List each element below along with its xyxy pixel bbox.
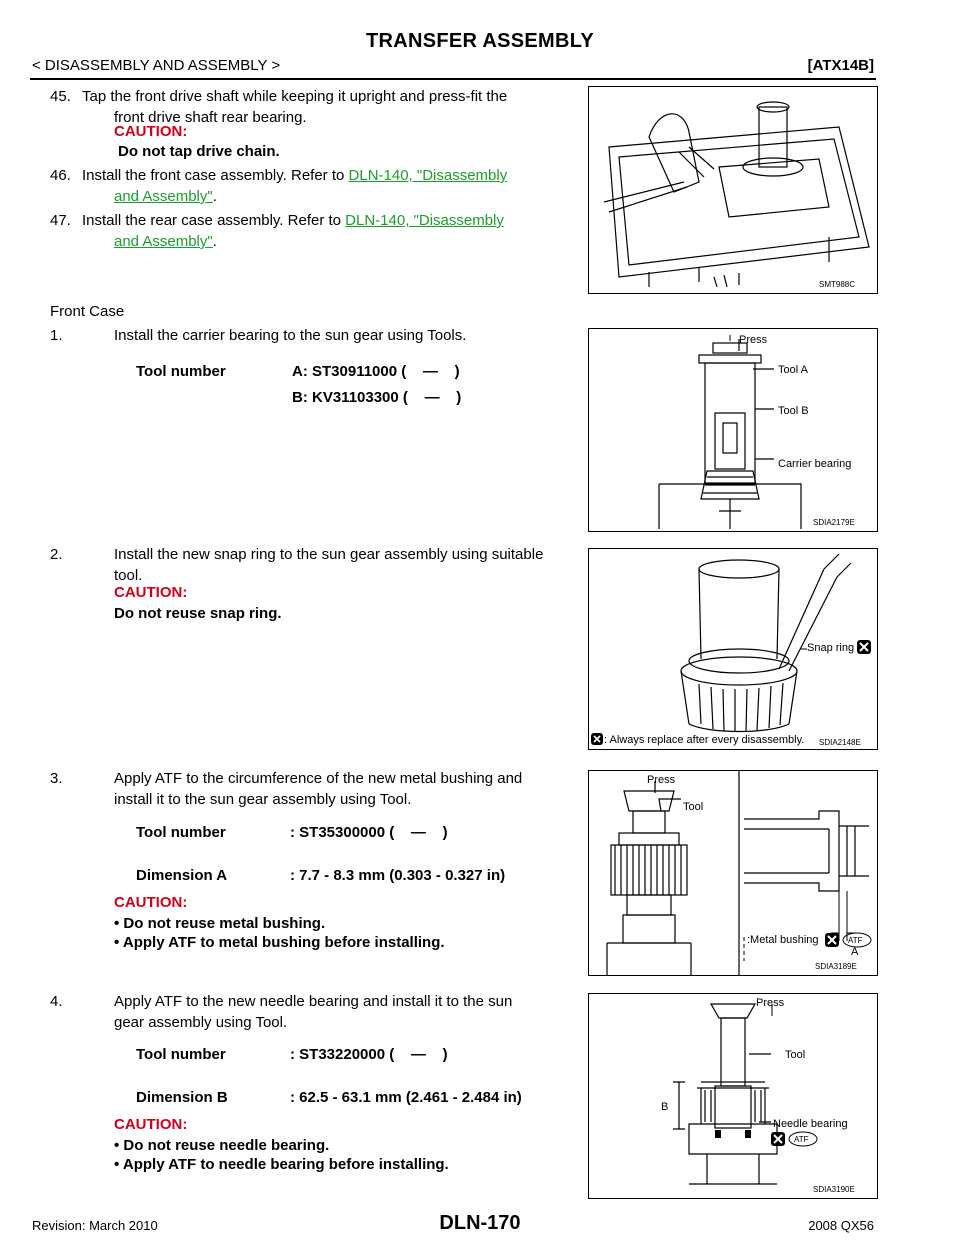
figure-transfer-case: SMT988C xyxy=(588,86,878,294)
step-2-line2: tool. xyxy=(114,567,143,584)
replace-icon xyxy=(825,933,839,947)
figure-carrier-bearing-code: SDIA2179E xyxy=(813,518,855,527)
step-45-caution-text: Do not tap drive chain. xyxy=(118,143,280,160)
replace-icon xyxy=(857,640,871,654)
step-47-text: Install the rear case assembly. Refer to… xyxy=(82,210,504,231)
step-45-line2: front drive shaft rear bearing. xyxy=(114,109,307,126)
step-1-tool-label: Tool number xyxy=(136,363,226,380)
step-46-text: Install the front case assembly. Refer t… xyxy=(82,165,507,186)
figure-needle-bearing: Press Tool B Needle bearing ATF SDIA3190… xyxy=(588,993,878,1199)
step-46-link[interactable]: DLN-140, "Disassembly xyxy=(348,167,508,184)
page-title: TRANSFER ASSEMBLY xyxy=(365,30,595,52)
figure-carrier-press-label: Press xyxy=(739,334,768,346)
replace-legend-icon xyxy=(591,733,603,745)
figure-needle-press-label: Press xyxy=(756,997,785,1009)
replace-legend-text: : Always replace after every disassembly… xyxy=(604,734,804,746)
section-label: < DISASSEMBLY AND ASSEMBLY > xyxy=(32,57,281,74)
step-47-link[interactable]: DLN-140, "Disassembly xyxy=(345,212,504,229)
step-3-line2: install it to the sun gear assembly usin… xyxy=(114,791,412,808)
figure-transfer-case-code: SMT988C xyxy=(819,280,855,289)
step-47-text-2: and Assembly". xyxy=(114,231,217,252)
step-1-number: 1. xyxy=(50,327,63,344)
atf-icon: ATF xyxy=(788,1131,818,1147)
figure-needle-bearing-code: SDIA3190E xyxy=(813,1185,855,1194)
model-code: [ATX14B] xyxy=(807,57,874,74)
figure-carrier-bearing: Press Tool A Tool B Carrier bearing SDIA… xyxy=(588,328,878,532)
figure-snap-ring: Snap ring : Always replace after every d… xyxy=(588,548,878,750)
step-47-number: 47. xyxy=(50,212,71,229)
step-4-dim-label: Dimension B xyxy=(136,1089,228,1106)
step-45-caution: CAUTION: xyxy=(114,123,188,140)
step-47-link-cont[interactable]: and Assembly" xyxy=(114,233,213,250)
step-4-tool-value: : ST33220000 ( — ) xyxy=(290,1046,448,1063)
figure-bushing-press-label: Press xyxy=(647,774,676,786)
step-2-caution: CAUTION: xyxy=(114,584,188,601)
figure-dimension-b-label: B xyxy=(661,1101,668,1113)
step-2-caution-text: Do not reuse snap ring. xyxy=(114,605,282,622)
step-4-line2: gear assembly using Tool. xyxy=(114,1014,288,1031)
step-47-body: Install the rear case assembly. Refer to xyxy=(82,212,346,229)
figure-metal-bushing-label: :Metal bushing xyxy=(747,934,819,946)
step-3-number: 3. xyxy=(50,770,63,787)
step-4-caution: CAUTION: xyxy=(114,1116,188,1133)
step-1-tool-a: A: ST30911000 ( — ) xyxy=(292,363,460,380)
figure-metal-bushing: Press Tool A :Metal bushing ATF SDIA3189… xyxy=(588,770,878,976)
step-4-bullet-2: • Apply ATF to needle bearing before ins… xyxy=(114,1156,449,1173)
step-3-tool-label: Tool number xyxy=(136,824,226,841)
step-46-number: 46. xyxy=(50,167,71,184)
step-46-text-2: and Assembly". xyxy=(114,186,217,207)
figure-carrier-bearing-drawing: Press Tool A Tool B Carrier bearing SDIA… xyxy=(658,334,855,529)
step-3-bullet-1: • Do not reuse metal bushing. xyxy=(114,915,326,932)
step-2-number: 2. xyxy=(50,546,63,563)
footer-page-number: DLN-170 xyxy=(439,1212,521,1234)
atf-icon-text: ATF xyxy=(848,936,863,945)
step-3-tool-value: : ST35300000 ( — ) xyxy=(290,824,448,841)
step-4-bullet-1: • Do not reuse needle bearing. xyxy=(114,1137,330,1154)
step-46-link-cont[interactable]: and Assembly" xyxy=(114,188,213,205)
figure-needle-bearing-label: Needle bearing xyxy=(773,1118,848,1130)
footer-model: 2008 QX56 xyxy=(808,1218,874,1233)
step-4-line1: Apply ATF to the new needle bearing and … xyxy=(114,993,513,1010)
figure-snap-ring-code: SDIA2148E xyxy=(819,738,861,747)
step-3-line1: Apply ATF to the circumference of the ne… xyxy=(114,770,523,787)
step-46-end: . xyxy=(212,188,217,205)
figure-bushing-tool-label: Tool xyxy=(683,801,703,813)
atf-icon-text: ATF xyxy=(794,1135,809,1144)
figure-transfer-case-drawing: SMT988C xyxy=(603,101,870,289)
step-3-dim-label: Dimension A xyxy=(136,867,228,884)
figure-carrier-bearing-label: Carrier bearing xyxy=(778,458,851,470)
figure-metal-bushing-drawing: Press Tool A :Metal bushing ATF SDIA3189… xyxy=(606,771,872,975)
footer-revision: Revision: March 2010 xyxy=(32,1218,158,1233)
step-3-dim-value: : 7.7 - 8.3 mm (0.303 - 0.327 in) xyxy=(290,867,506,884)
figure-snap-ring-drawing: Snap ring : Always replace after every d… xyxy=(591,553,871,747)
replace-icon xyxy=(771,1132,785,1146)
front-case-heading: Front Case xyxy=(50,303,125,320)
step-1-text: Install the carrier bearing to the sun g… xyxy=(114,327,467,344)
step-2-line1: Install the new snap ring to the sun gea… xyxy=(114,546,544,563)
step-45-number: 45. xyxy=(50,88,71,105)
figure-tool-a-label: Tool A xyxy=(778,364,809,376)
header-rule xyxy=(30,78,876,80)
step-45-line1: Tap the front drive shaft while keeping … xyxy=(82,88,508,105)
figure-needle-tool-label: Tool xyxy=(785,1049,805,1061)
step-3-caution: CAUTION: xyxy=(114,894,188,911)
step-47-end: . xyxy=(212,233,217,250)
figure-snap-ring-label: Snap ring xyxy=(807,642,854,654)
step-4-dim-value: : 62.5 - 63.1 mm (2.461 - 2.484 in) xyxy=(290,1089,522,1106)
figure-metal-bushing-code: SDIA3189E xyxy=(815,962,857,971)
step-46-body: Install the front case assembly. Refer t… xyxy=(82,167,349,184)
step-4-tool-label: Tool number xyxy=(136,1046,226,1063)
figure-tool-b-label: Tool B xyxy=(778,405,809,417)
figure-dimension-a-label: A xyxy=(851,946,859,958)
step-3-bullet-2: • Apply ATF to metal bushing before inst… xyxy=(114,934,445,951)
figure-needle-bearing-drawing: Press Tool B Needle bearing ATF SDIA3190… xyxy=(661,997,855,1194)
step-1-tool-b: B: KV31103300 ( — ) xyxy=(292,389,462,406)
atf-icon: ATF xyxy=(842,932,872,948)
step-4-number: 4. xyxy=(50,993,63,1010)
